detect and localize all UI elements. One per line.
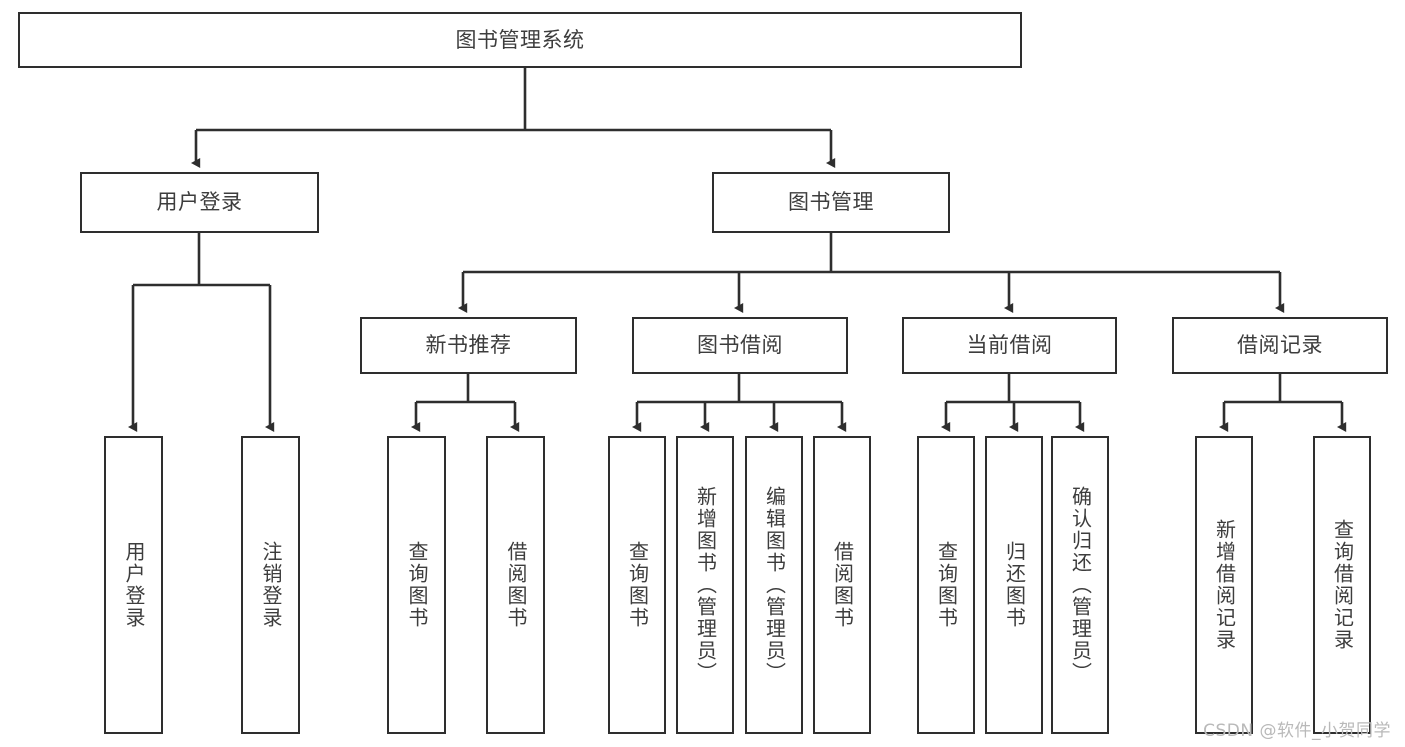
- node-leaf-user-logout-label: 注销登录: [259, 541, 283, 629]
- node-leaf-query-book-2[interactable]: 查询图书: [608, 436, 666, 734]
- node-leaf-add-book-label: 新增图书（管理员）: [693, 486, 718, 684]
- node-leaf-borrow-book-2-label: 借阅图书: [830, 541, 855, 629]
- node-book-borrow-label: 图书借阅: [697, 333, 783, 358]
- node-leaf-query-book-3[interactable]: 查询图书: [917, 436, 975, 734]
- node-leaf-add-record-label: 新增借阅记录: [1212, 519, 1237, 651]
- node-book-borrow[interactable]: 图书借阅: [632, 317, 848, 374]
- node-user-login-label: 用户登录: [156, 190, 243, 215]
- node-leaf-borrow-book-2[interactable]: 借阅图书: [813, 436, 871, 734]
- node-leaf-query-book-1-label: 查询图书: [405, 541, 429, 629]
- node-leaf-return-book-label: 归还图书: [1002, 541, 1027, 629]
- node-leaf-user-login[interactable]: 用户登录: [104, 436, 163, 734]
- node-leaf-edit-book[interactable]: 编辑图书（管理员）: [745, 436, 803, 734]
- node-root-label: 图书管理系统: [455, 27, 585, 52]
- node-current-borrow[interactable]: 当前借阅: [902, 317, 1117, 374]
- node-root[interactable]: 图书管理系统: [18, 12, 1022, 68]
- node-leaf-edit-book-label: 编辑图书（管理员）: [762, 486, 787, 684]
- node-leaf-query-book-1[interactable]: 查询图书: [387, 436, 446, 734]
- node-leaf-borrow-book-1-label: 借阅图书: [504, 541, 528, 629]
- node-leaf-confirm-return[interactable]: 确认归还（管理员）: [1051, 436, 1109, 734]
- node-leaf-borrow-book-1[interactable]: 借阅图书: [486, 436, 545, 734]
- node-leaf-add-record[interactable]: 新增借阅记录: [1195, 436, 1253, 734]
- node-leaf-add-book[interactable]: 新增图书（管理员）: [676, 436, 734, 734]
- node-leaf-query-book-2-label: 查询图书: [625, 541, 650, 629]
- node-current-borrow-label: 当前借阅: [966, 333, 1053, 358]
- node-book-manage-label: 图书管理: [788, 190, 874, 215]
- node-leaf-user-logout[interactable]: 注销登录: [241, 436, 300, 734]
- node-leaf-query-record-label: 查询借阅记录: [1330, 519, 1355, 651]
- node-borrow-record-label: 借阅记录: [1237, 333, 1323, 358]
- node-leaf-confirm-return-label: 确认归还（管理员）: [1068, 486, 1093, 684]
- node-leaf-return-book[interactable]: 归还图书: [985, 436, 1043, 734]
- node-user-login[interactable]: 用户登录: [80, 172, 319, 233]
- node-book-manage[interactable]: 图书管理: [712, 172, 950, 233]
- node-leaf-user-login-label: 用户登录: [122, 541, 146, 629]
- node-new-book-recommend[interactable]: 新书推荐: [360, 317, 577, 374]
- watermark: CSDN @软件_小贺同学: [1203, 721, 1391, 741]
- node-leaf-query-record[interactable]: 查询借阅记录: [1313, 436, 1371, 734]
- node-new-book-recommend-label: 新书推荐: [425, 333, 512, 358]
- node-borrow-record[interactable]: 借阅记录: [1172, 317, 1388, 374]
- node-leaf-query-book-3-label: 查询图书: [934, 541, 959, 629]
